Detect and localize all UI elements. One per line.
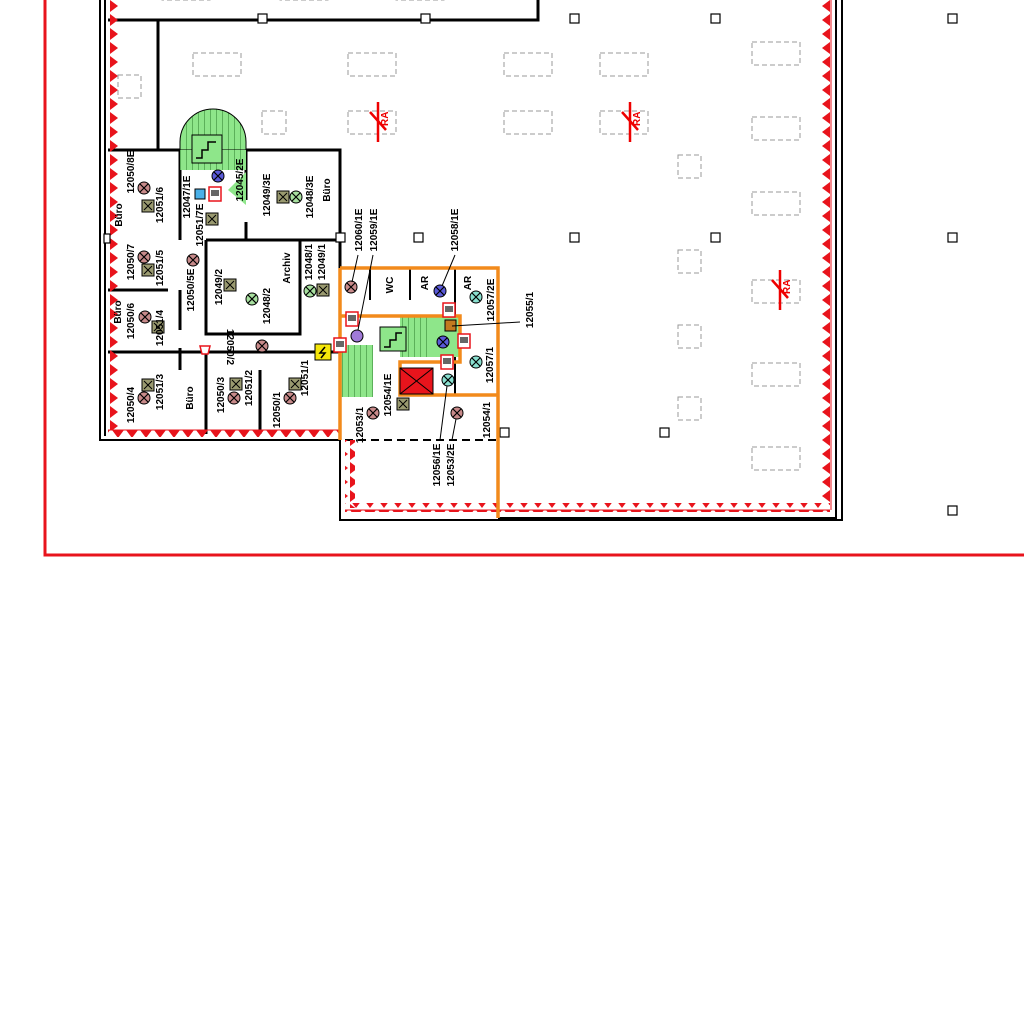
label: 12050/8E [126, 150, 137, 193]
ra-symbol: RA [369, 102, 391, 142]
label: 12049/2 [214, 268, 225, 305]
siren-icon [199, 345, 211, 355]
label: 12050/3 [216, 376, 227, 413]
label: WC [385, 277, 396, 294]
label: 12051/6 [155, 186, 166, 223]
ra-symbol: RA [621, 102, 643, 142]
label: 12051/2 [244, 369, 255, 406]
fire-wall-ext-left [345, 440, 355, 508]
label: 12050/5E [186, 268, 197, 311]
label: 12056/1E [432, 443, 443, 486]
label: 12051/4 [155, 309, 166, 346]
label: Büro [113, 300, 124, 323]
escape-route-outline [338, 266, 500, 518]
svg-text:RA: RA [782, 280, 793, 294]
fire-wall-ext-bottom [345, 503, 830, 512]
label: 12059/1E [369, 208, 380, 251]
label: 12050/2 [224, 329, 235, 366]
label: 12048/3E [305, 175, 316, 218]
control-unit-icon [194, 188, 206, 200]
label: 12051/7E [195, 203, 206, 246]
label: Büro [185, 386, 196, 409]
label: 12047/1E [182, 175, 193, 218]
power-symbol-icon [314, 343, 332, 361]
label: 12049/1 [317, 243, 328, 280]
label: 12049/3E [262, 173, 273, 216]
label: 12055/1 [525, 291, 536, 328]
label: 12050/6 [126, 302, 137, 339]
leader-lines [351, 254, 457, 441]
label: 12048/2 [262, 287, 273, 324]
smoke-detector-icon [137, 169, 483, 420]
label: 12053/1 [355, 406, 366, 443]
label: 12060/1E [354, 208, 365, 251]
dashed-fixtures [117, 0, 801, 471]
label: 12051/1 [300, 359, 311, 396]
label: 12048/1 [304, 243, 315, 280]
label: Büro [114, 203, 125, 226]
label: 12057/2E [486, 278, 497, 321]
label: 12045/2E [235, 158, 246, 201]
label: 12050/7 [126, 243, 137, 280]
spiral-staircase [179, 108, 247, 205]
label: Archiv [282, 252, 293, 284]
label: 12054/1 [482, 401, 493, 438]
site-boundary [43, 0, 1024, 557]
label: 12057/1 [485, 346, 496, 383]
label: 12050/1 [272, 391, 283, 428]
label: 12051/3 [155, 373, 166, 410]
label: 12054/1E [383, 373, 394, 416]
fire-wall-right [822, 0, 832, 505]
building-walls [99, 0, 843, 521]
label: 12050/4 [126, 386, 137, 423]
label: AR [463, 275, 474, 290]
fire-wall-bottom [108, 428, 340, 437]
label: 12053/2E [446, 443, 457, 486]
label: 12051/5 [155, 249, 166, 286]
svg-text:RA: RA [380, 112, 391, 126]
label: Büro [322, 178, 333, 201]
fire-wall-left [108, 0, 118, 430]
label: AR [420, 275, 431, 290]
columns [103, 13, 958, 516]
svg-text:RA: RA [632, 112, 643, 126]
ra-symbol: RA [771, 270, 793, 310]
labels: 12050/8E 12051/6 Büro 12050/7 12051/5 Bü… [113, 150, 536, 486]
fire-brigade-panel [399, 367, 434, 395]
label: 12058/1E [450, 208, 461, 251]
